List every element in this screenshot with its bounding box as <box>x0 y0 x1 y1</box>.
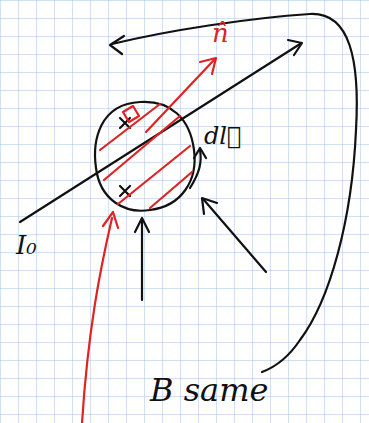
leader-arrowhead <box>202 198 217 214</box>
line-element-label: dl⃗ <box>204 124 241 148</box>
dl-arrowhead <box>194 148 206 158</box>
current-label: I₀ <box>16 232 37 258</box>
leader-line <box>112 14 357 372</box>
normal-label: n̂ <box>212 20 229 46</box>
leader-line <box>204 200 266 272</box>
hatch-lines <box>100 104 192 208</box>
wire <box>20 44 300 222</box>
field-arrowhead <box>103 212 118 228</box>
area-element <box>123 106 139 122</box>
leader-arrowhead <box>135 218 149 232</box>
normal-arrow <box>146 60 214 132</box>
normal-arrowhead <box>200 58 216 74</box>
leader-line <box>141 220 143 300</box>
field-note: B same <box>150 374 268 406</box>
wire-arrowhead <box>288 40 302 55</box>
amperian-loop <box>95 102 195 211</box>
field-line <box>82 218 112 423</box>
leader-arrowhead <box>110 36 124 54</box>
